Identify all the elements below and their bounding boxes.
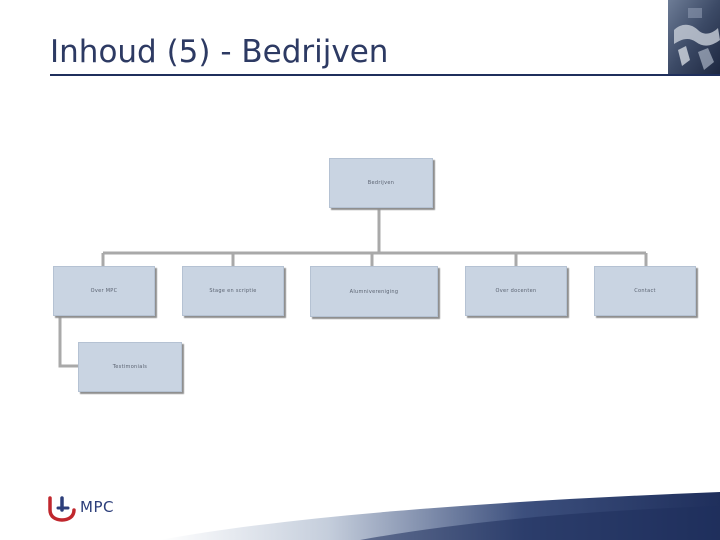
slide-title: Inhoud (5) - Bedrijven [50, 34, 389, 70]
connector-to-testimonials [58, 316, 78, 368]
org-node-contact[interactable]: Contact [594, 266, 696, 316]
corner-business-photo [668, 0, 720, 74]
org-node-label: Over MPC [90, 288, 118, 294]
logo-text: MPC [80, 498, 114, 516]
org-node-label: Alumnivereniging [349, 288, 399, 295]
mpc-logo-icon [48, 496, 76, 522]
footer-swoosh [160, 492, 720, 540]
title-underline [50, 74, 720, 76]
handshake-photo-icon [668, 0, 720, 74]
org-node-alumnivereniging[interactable]: Alumnivereniging [310, 266, 438, 317]
org-node-stage-en-scriptie[interactable]: Stage en scriptie [182, 266, 284, 316]
org-node-label: Stage en scriptie [209, 288, 257, 294]
org-node-over-mpc[interactable]: Over MPC [53, 266, 155, 316]
org-node-label: Bedrijven [367, 180, 395, 186]
org-node-over-docenten[interactable]: Over docenten [465, 266, 567, 316]
org-node-label: Contact [634, 288, 656, 294]
org-node-bedrijven[interactable]: Bedrijven [329, 158, 433, 208]
org-node-testimonials[interactable]: Testimonials [78, 342, 182, 392]
org-node-label: Over docenten [495, 288, 537, 294]
org-node-label: Testimonials [112, 364, 148, 370]
